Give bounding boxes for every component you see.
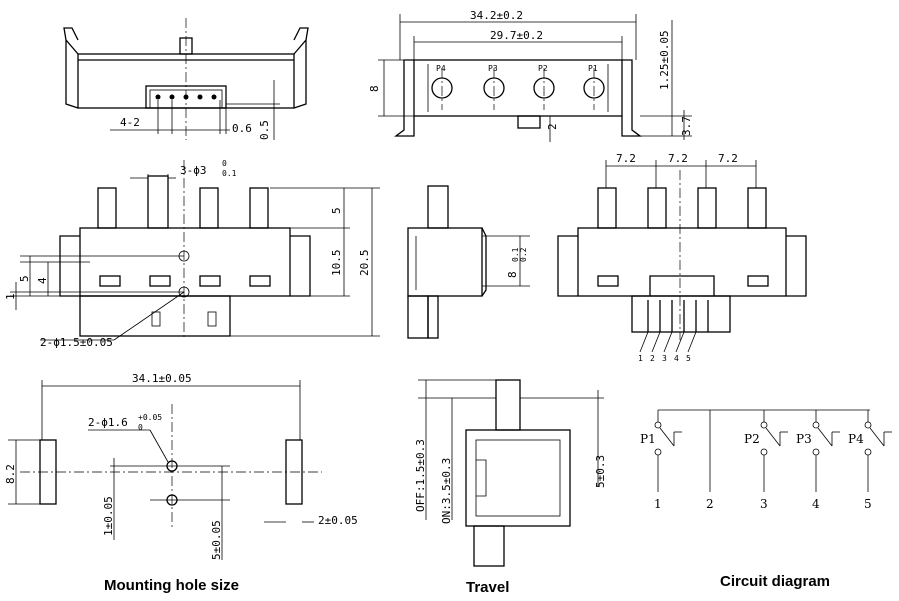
dim-inner-width: 29.7±0.2 — [490, 29, 543, 42]
pin-label-p2: P2 — [538, 64, 548, 73]
dim-mount-5: 5±0.05 — [210, 520, 223, 560]
dim-mount-1: 1±0.05 — [102, 496, 115, 536]
title-mounting: Mounting hole size — [104, 577, 239, 594]
switch-p4: P4 — [848, 410, 892, 492]
terminal-2: 2 — [706, 497, 714, 511]
title-circuit: Circuit diagram — [720, 573, 830, 590]
pin-label-p3: P3 — [488, 64, 498, 73]
dim-mount-hole-tol-lower: 0 — [138, 423, 143, 432]
dim-hole-tol-lower: 0.1 — [222, 169, 237, 178]
dim-205: 20.5 — [358, 250, 371, 277]
side-view-middle: 8 0.1 0.2 — [407, 185, 530, 339]
dim-pitch-3: 7.2 — [718, 152, 738, 165]
switch-p2: P2 — [744, 410, 788, 492]
dim-06: 0.6 — [232, 122, 252, 135]
dim-05: 0.5 — [258, 120, 271, 140]
dim-2: 2 — [546, 123, 559, 130]
dim-pitch-1: 7.2 — [616, 152, 636, 165]
dim-hole-tol-upper: 0 — [222, 159, 227, 168]
dim-mount-width: 34.1±0.05 — [132, 372, 192, 385]
dim-105: 10.5 — [330, 250, 343, 277]
pin-number-1: 1 — [638, 354, 643, 363]
dim-1-left: 1 — [4, 293, 17, 300]
switch-label-p3: P3 — [796, 432, 812, 446]
pin-number-3: 3 — [662, 354, 667, 363]
pin-label-p1: P1 — [588, 64, 598, 73]
pin-number-2: 2 — [650, 354, 655, 363]
switch-p3: P3 — [796, 410, 840, 492]
dim-height-8: 8 — [368, 85, 381, 92]
dim-8-mid: 8 — [506, 271, 519, 278]
dim-overall-width: 34.2±0.2 — [470, 9, 523, 22]
switch-label-p2: P2 — [744, 432, 760, 446]
title-travel: Travel — [466, 579, 509, 596]
dim-pitch-label: 4-2 — [120, 116, 140, 129]
travel-off: OFF:1.5±0.3 — [414, 439, 427, 512]
dim-lead-pitch: 1.25±0.05 — [658, 30, 671, 90]
front-view: 4-2 0.6 0.5 — [63, 18, 309, 140]
top-view: 34.2±0.2 29.7±0.2 P4 P3 P2 P1 2 8 — [368, 9, 693, 142]
dim-mount-hole-tol-upper: +0.05 — [138, 413, 162, 422]
travel-on: ON:3.5±0.3 — [440, 458, 453, 524]
terminal-4: 4 — [812, 497, 820, 511]
dim-mid-tol-upper: 0.1 — [511, 247, 520, 262]
pin-number-5: 5 — [686, 354, 691, 363]
side-view-left: 3-ϕ3 0 0.1 5 10.5 20.5 — [4, 159, 380, 349]
dim-mount-height: 8.2 — [4, 464, 17, 484]
dim-4-left: 4 — [36, 277, 49, 284]
switch-label-p1: P1 — [640, 432, 656, 446]
dim-pin-callout: 2-ϕ1.5±0.05 — [40, 336, 113, 349]
dim-5-top: 5 — [330, 207, 343, 214]
dim-mount-2: 2±0.05 — [318, 514, 358, 527]
switch-p1: P1 — [640, 410, 682, 492]
dim-mount-hole-callout: 2-ϕ1.6 — [88, 416, 128, 429]
circuit-diagram: P1 P2 P3 — [640, 409, 892, 511]
dim-mid-tol-lower: 0.2 — [519, 247, 528, 262]
mounting-hole-view: 34.1±0.05 8.2 2-ϕ1.6 +0.05 0 1±0.05 5±0.… — [4, 372, 358, 560]
dim-37: 3.7 — [680, 116, 693, 136]
travel-total: 5±0.3 — [594, 455, 607, 488]
dim-hole-callout: 3-ϕ3 — [180, 164, 207, 177]
side-view-right: 7.2 7.2 7.2 1 2 3 4 5 — [557, 152, 807, 363]
terminal-1: 1 — [654, 497, 662, 511]
pin-label-p4: P4 — [436, 64, 446, 73]
travel-view: OFF:1.5±0.3 ON:3.5±0.3 5±0.3 — [414, 379, 607, 567]
switch-label-p4: P4 — [848, 432, 864, 446]
dim-pitch-2: 7.2 — [668, 152, 688, 165]
terminal-5: 5 — [864, 497, 872, 511]
pin-number-4: 4 — [674, 354, 679, 363]
dim-5-left: 5 — [18, 275, 31, 282]
terminal-3: 3 — [760, 497, 768, 511]
